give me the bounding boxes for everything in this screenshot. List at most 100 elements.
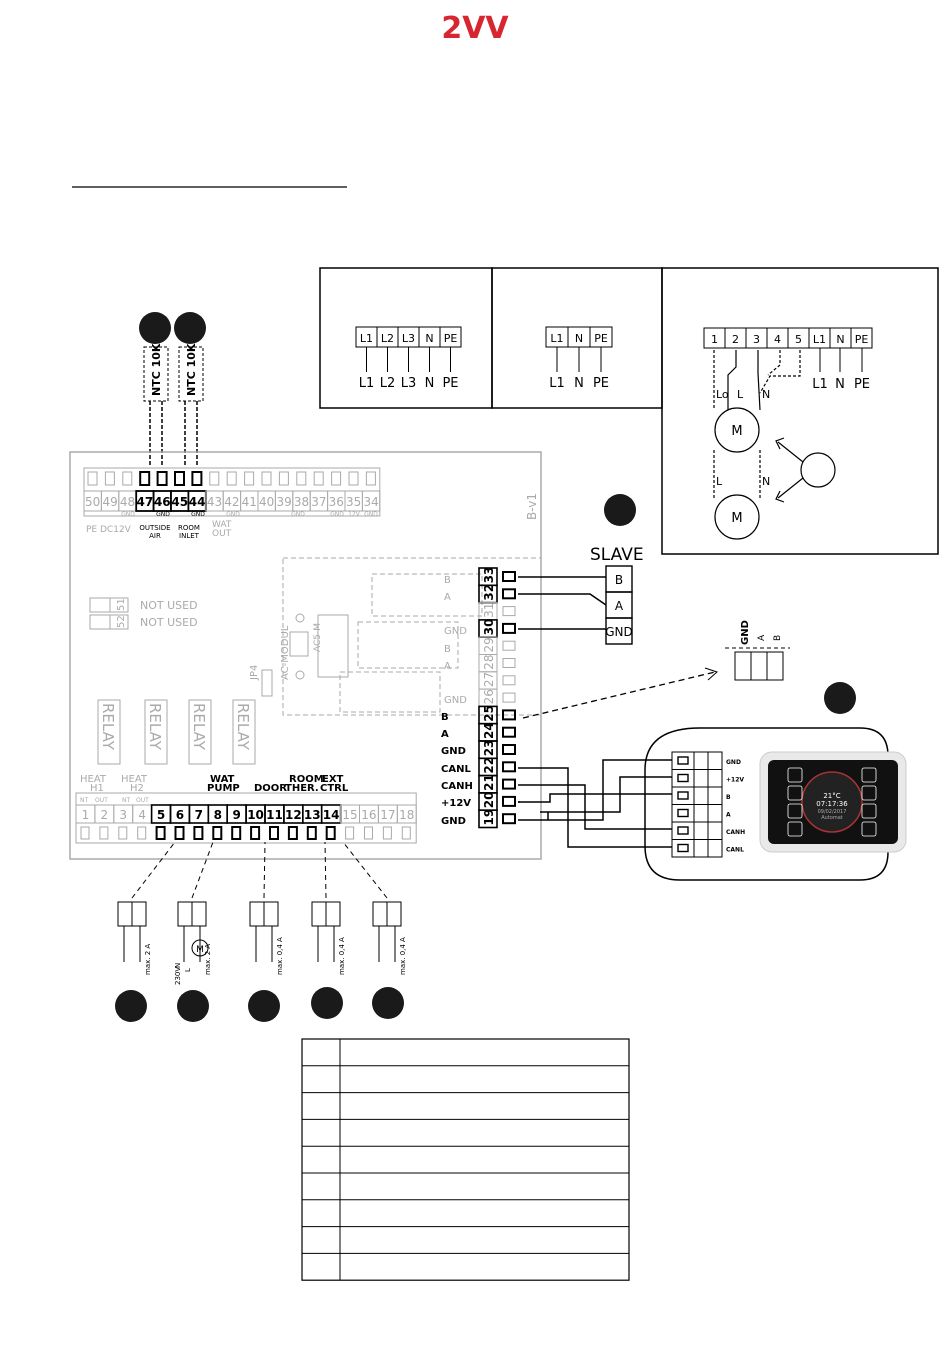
bottom-terminal-number: 11 xyxy=(266,808,283,822)
bottom-screw xyxy=(401,826,411,840)
lock-icon[interactable] xyxy=(787,821,803,837)
supply-wire-label: N xyxy=(425,376,435,391)
supply-terminal-label: L3 xyxy=(402,332,415,345)
bottom-terminal-number: 14 xyxy=(323,808,340,822)
label-wat: WAT xyxy=(212,520,232,530)
top-screw xyxy=(87,471,98,486)
relay-box xyxy=(232,699,256,765)
top-terminal-number: 45 xyxy=(171,495,188,509)
nu-box2 xyxy=(109,614,129,630)
label-wat: WAT xyxy=(210,774,235,785)
inner-label: A xyxy=(444,592,451,603)
ec-wire-label: PE xyxy=(854,377,870,392)
right-label: +12V xyxy=(441,798,471,809)
bottom-screw xyxy=(231,826,242,840)
ntc-sensors: NTC 10K NTC 10K xyxy=(143,343,204,465)
bottom-terminal-number: 7 xyxy=(195,808,203,822)
supply-terminal-label: PE xyxy=(594,332,608,345)
panel-terminal-label: +12V xyxy=(726,777,744,784)
panel-terminal-label: B xyxy=(726,794,731,801)
right-screw xyxy=(502,726,516,738)
search-icon[interactable] xyxy=(861,803,877,819)
relay-label: RELAY xyxy=(146,703,164,751)
label-room: ROOM xyxy=(178,524,200,532)
bottom-small: NT xyxy=(80,797,88,804)
top-terminal-number: 42 xyxy=(224,495,239,509)
bottom-screw xyxy=(364,826,373,840)
label-ext: EXT xyxy=(322,774,344,785)
panel-screw xyxy=(677,756,689,765)
door-icon[interactable] xyxy=(787,785,803,801)
tools-icon[interactable] xyxy=(861,821,877,837)
reference-markers xyxy=(115,312,856,1022)
panel-cell2 xyxy=(693,786,709,805)
label-outside: OUTSIDE xyxy=(139,524,170,532)
bottom-screw xyxy=(80,826,90,840)
panel-terminal-label: GND xyxy=(726,759,741,766)
ac-modul-label: AC-MODUL xyxy=(280,625,291,680)
top-screw xyxy=(191,471,203,486)
top-terminal-number: 46 xyxy=(154,495,171,509)
top-small-label: 12V xyxy=(348,511,361,518)
bottom-screw xyxy=(118,826,128,840)
legend-table xyxy=(301,1038,630,1281)
top-screw xyxy=(278,471,289,486)
label-heat1: HEAT xyxy=(80,774,107,785)
top-screw xyxy=(244,471,255,486)
right-terminal-number: 29 xyxy=(482,637,496,652)
right-screw xyxy=(502,658,516,668)
bottom-terminal-number: 3 xyxy=(119,808,127,822)
panel-terminal-label: CANL xyxy=(726,847,744,854)
load-rating: max. 2 A xyxy=(204,944,212,975)
top-terminal-number: 40 xyxy=(259,495,274,509)
top-screw xyxy=(348,471,359,486)
panel-cell3 xyxy=(707,804,723,823)
jp4-label: JP4 xyxy=(249,665,260,681)
fan-icon[interactable] xyxy=(861,767,877,783)
nu-box xyxy=(89,614,111,630)
ec-terminal-label: 1 xyxy=(711,333,718,346)
power-icon[interactable] xyxy=(787,767,803,783)
supply-wire-label: L1 xyxy=(359,376,375,391)
bottom-terminal-number: 12 xyxy=(285,808,302,822)
bottom-screw xyxy=(137,826,147,840)
top-screw xyxy=(226,471,237,486)
heater-icon[interactable] xyxy=(787,803,803,819)
top-terminal-number: 34 xyxy=(363,495,378,509)
right-terminal-number: 33 xyxy=(482,567,496,584)
ec-terminal-label: L1 xyxy=(813,333,826,346)
load-rating: max. 0,4 A xyxy=(338,937,346,975)
right-terminal-number: 22 xyxy=(482,757,496,774)
motor-m-lower: M xyxy=(731,511,742,526)
right-screw xyxy=(502,744,516,755)
bus-wires xyxy=(518,576,672,848)
thermometer-icon[interactable] xyxy=(861,785,877,801)
bottom-screw xyxy=(155,826,166,840)
load-dashed-link xyxy=(191,841,214,899)
right-label: CANH xyxy=(441,781,473,792)
supply-wire-label: L2 xyxy=(380,376,396,391)
pump-l: L xyxy=(184,968,192,972)
panel-cell2 xyxy=(693,839,709,858)
pump-voltage: 230V xyxy=(174,967,182,985)
right-terminal-number: 19 xyxy=(482,809,496,826)
right-screw xyxy=(502,606,516,617)
right-terminal-number: 20 xyxy=(482,791,496,808)
relay-box xyxy=(188,699,212,765)
bottom-terminal-number: 5 xyxy=(157,808,165,822)
label-air: AIR xyxy=(149,532,161,540)
right-terminal-number: 28 xyxy=(482,655,496,670)
relay-box xyxy=(97,699,121,765)
load-dashed-link xyxy=(131,841,176,899)
top-screw xyxy=(104,471,115,486)
motor-lbl-l2: L xyxy=(716,475,723,488)
right-terminal-number: 21 xyxy=(482,774,496,791)
right-cell xyxy=(478,809,498,829)
ec-wire-label: L1 xyxy=(812,377,828,392)
bottom-terminal-number: 18 xyxy=(399,808,414,822)
bottom-terminal-number: 15 xyxy=(342,808,357,822)
ec-terminal-label: 5 xyxy=(795,333,802,346)
panel-screw xyxy=(677,826,689,835)
